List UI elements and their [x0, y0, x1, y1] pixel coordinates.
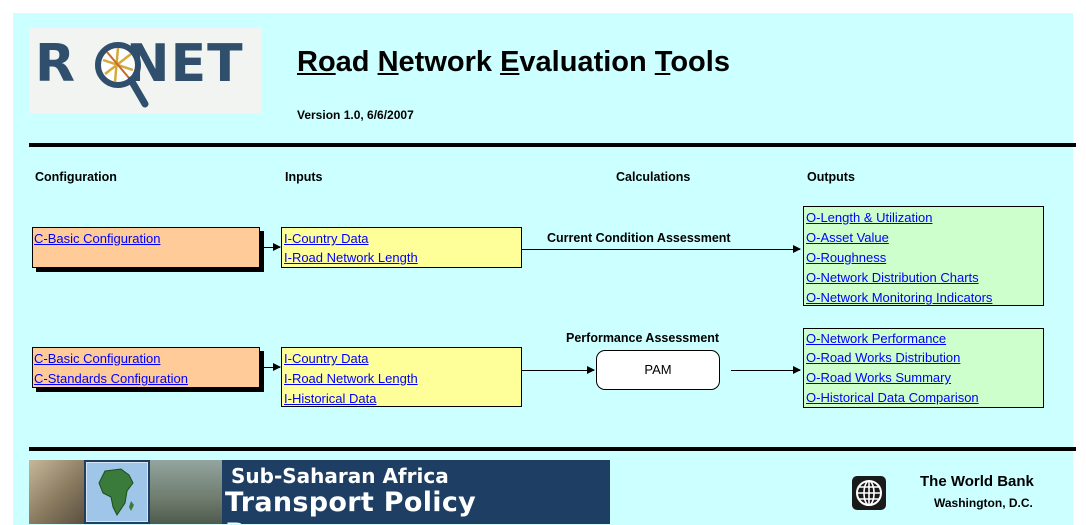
version-label: Version 1.0, 6/6/2007: [297, 108, 414, 122]
africa-map-icon: [86, 462, 148, 522]
ronet-logo: R NET: [29, 28, 261, 113]
link-o-historical-data-comparison[interactable]: O-Historical Data Comparison: [806, 390, 979, 405]
link-i-road-network-length[interactable]: I-Road Network Length: [284, 250, 418, 265]
row2-arrow-config-to-inputs: [261, 363, 281, 371]
row1-inputs-box: [281, 227, 522, 268]
link-o-length-utilization[interactable]: O-Length & Utilization: [806, 210, 933, 225]
link-o-road-works-summary[interactable]: O-Road Works Summary: [806, 370, 951, 385]
link-i-country-data-2[interactable]: I-Country Data: [284, 351, 369, 366]
pam-box[interactable]: PAM: [596, 350, 720, 390]
logo-letter-r: R: [35, 34, 77, 94]
row1-config-box: [32, 227, 260, 268]
row2-outputs-box: [803, 328, 1044, 408]
header-outputs: Outputs: [807, 170, 855, 184]
link-o-network-distribution-charts[interactable]: O-Network Distribution Charts: [806, 270, 979, 285]
row1-outputs-box: [803, 206, 1044, 306]
link-c-basic-configuration-2[interactable]: C-Basic Configuration: [34, 351, 161, 366]
ssatp-banner: Sub-Saharan Africa Transport Policy Prog…: [29, 460, 610, 524]
link-o-road-works-distribution[interactable]: O-Road Works Distribution: [806, 350, 961, 365]
link-i-road-network-length-2[interactable]: I-Road Network Length: [284, 371, 418, 386]
link-o-asset-value[interactable]: O-Asset Value: [806, 230, 889, 245]
world-bank-city: Washington, D.C.: [934, 496, 1033, 510]
link-o-network-performance[interactable]: O-Network Performance: [806, 331, 947, 346]
magnifier-road-icon: [95, 42, 149, 108]
banner-photo-right: [150, 460, 222, 524]
link-i-country-data[interactable]: I-Country Data: [284, 231, 369, 246]
bottom-divider: [29, 447, 1076, 451]
row2-inputs-box: [281, 347, 522, 407]
link-o-roughness[interactable]: O-Roughness: [806, 250, 887, 265]
row2-arrow-inputs-to-pam: [522, 366, 595, 374]
link-c-basic-configuration[interactable]: C-Basic Configuration: [34, 231, 161, 246]
banner-line-2: Transport Policy Program: [225, 487, 477, 524]
top-divider: [29, 143, 1076, 147]
row2-config-box: [32, 347, 260, 388]
current-condition-assessment-label: Current Condition Assessment: [547, 231, 731, 245]
row1-arrow-config-to-inputs: [261, 243, 281, 251]
world-bank-globe-icon: [852, 476, 886, 510]
header-calculations: Calculations: [616, 170, 691, 184]
header-inputs: Inputs: [285, 170, 323, 184]
banner-photo-left: [29, 460, 84, 524]
performance-assessment-label: Performance Assessment: [566, 331, 720, 345]
row2-arrow-pam-to-outputs: [731, 366, 801, 374]
page-title: Road Network Evaluation Tools: [297, 46, 730, 78]
row1-arrow-to-outputs: [522, 245, 801, 253]
banner-line-1: Sub-Saharan Africa: [231, 464, 449, 488]
logo-letters-net: NET: [126, 34, 244, 94]
link-i-historical-data[interactable]: I-Historical Data: [284, 391, 377, 406]
link-o-network-monitoring-indicators[interactable]: O-Network Monitoring Indicators: [806, 290, 993, 305]
link-c-standards-configuration[interactable]: C-Standards Configuration: [34, 371, 188, 386]
world-bank-name: The World Bank: [920, 473, 1034, 490]
header-configuration: Configuration: [35, 170, 117, 184]
